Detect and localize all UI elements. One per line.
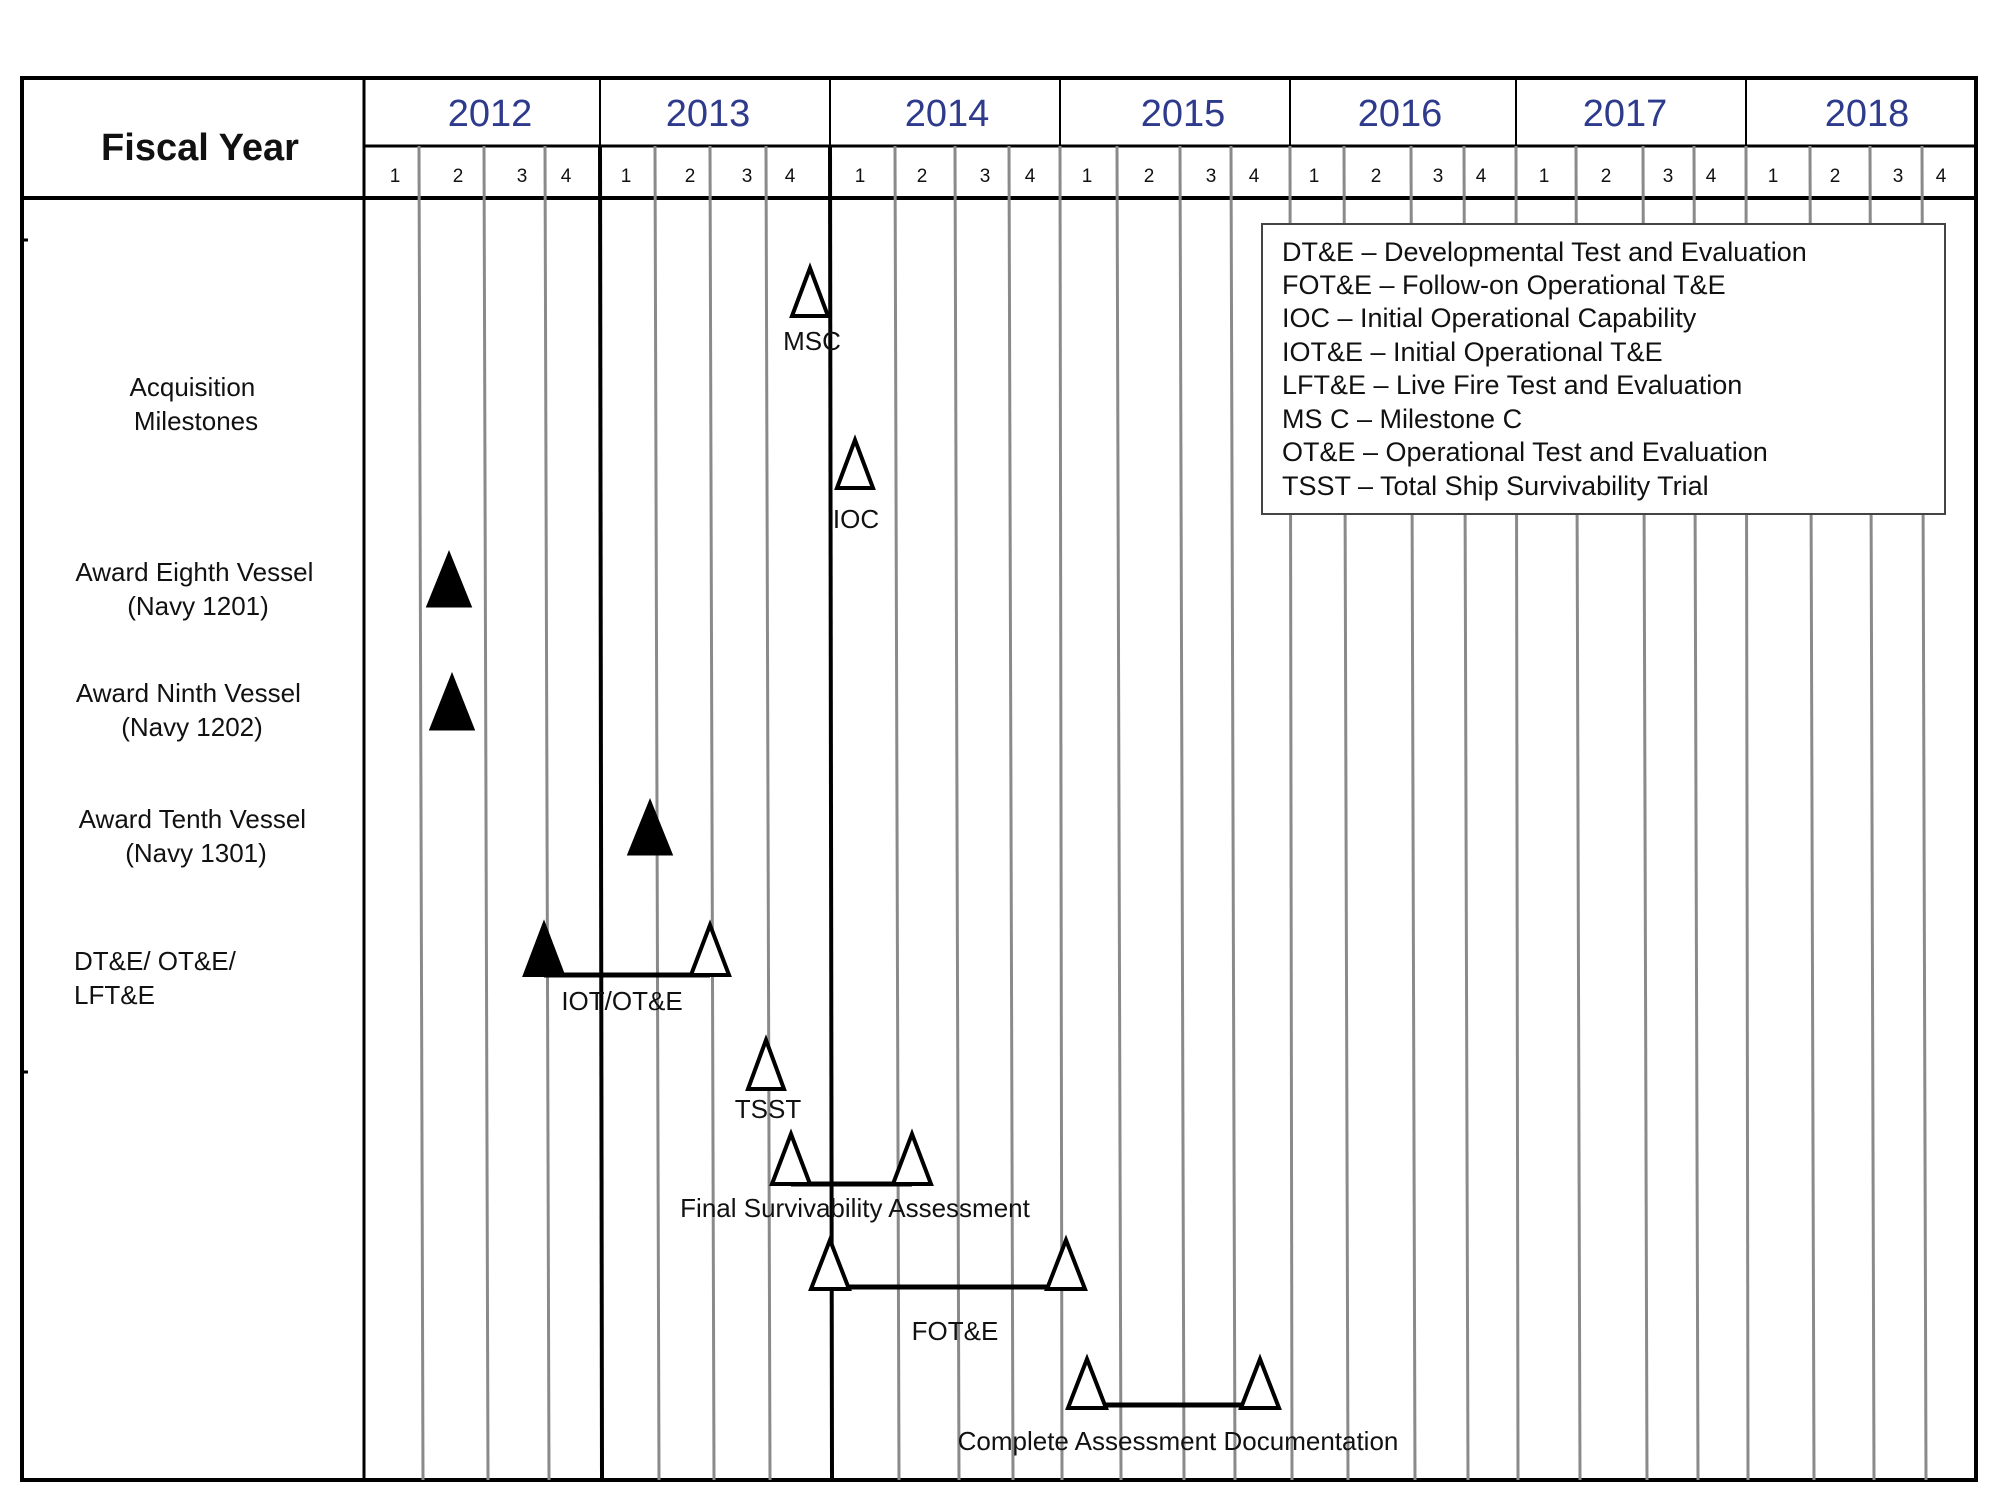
quarter-gridline: [764, 145, 772, 1481]
legend: DT&E – Developmental Test and Evaluation…: [1282, 237, 1807, 501]
row-label-award-eighth: Award Eighth Vessel (Navy 1201): [75, 557, 320, 621]
span-complete-assessment-label: Complete Assessment Documentation: [958, 1426, 1399, 1456]
fiscal-year-title: Fiscal Year: [101, 127, 299, 169]
quarter-label: 2: [685, 166, 696, 187]
quarter-label: 4: [1249, 166, 1260, 187]
row-label-dte-ote-lfte: DT&E/ OT&E/ LFT&E: [74, 946, 243, 1010]
legend-entry-dte: DT&E – Developmental Test and Evaluation: [1282, 237, 1807, 267]
year-label-2017: 2017: [1583, 93, 1668, 135]
legend-entry-msc: MS C – Milestone C: [1282, 404, 1522, 434]
quarter-header: 1 2 3 4 1 2 3 4 1 2 3 4 1 2 3 4 1 2 3 4 1 2 3 4 1 2 3 4: [390, 166, 1947, 187]
quarter-label: 2: [1371, 166, 1382, 187]
quarter-label: 1: [1768, 166, 1779, 187]
quarter-gridline: [543, 145, 551, 1481]
span-fote-end-triangle: [1044, 1234, 1088, 1291]
span-complete-assessment-start-triangle: [1065, 1353, 1109, 1410]
legend-box: [1261, 223, 1946, 515]
year-gridline: [598, 145, 604, 1481]
span-fote-start-triangle: [808, 1234, 852, 1291]
quarter-gridline: [1229, 145, 1237, 1481]
quarter-label: 1: [1309, 166, 1320, 187]
tsst-label: TSST: [735, 1094, 802, 1124]
milestone-award-ninth-triangle: [428, 671, 476, 731]
year-label-2014: 2014: [905, 93, 990, 135]
milestone-msc-triangle: [789, 262, 831, 318]
span-final-survivability-end-triangle: [890, 1128, 934, 1186]
quarter-gridline: [653, 145, 661, 1481]
legend-entry-ote: OT&E – Operational Test and Evaluation: [1282, 437, 1768, 467]
quarter-label: 3: [1893, 166, 1904, 187]
quarter-label: 4: [1936, 166, 1947, 187]
quarter-gridline: [893, 145, 901, 1481]
row-label-award-ninth: Award Ninth Vessel (Navy 1202): [76, 678, 308, 742]
quarter-label: 2: [1830, 166, 1841, 187]
legend-entry-iote: IOT&E – Initial Operational T&E: [1282, 337, 1663, 367]
quarter-gridline: [1007, 145, 1015, 1481]
quarter-label: 3: [742, 166, 753, 187]
quarter-gridline: [1178, 145, 1186, 1481]
quarter-gridline: [417, 145, 425, 1481]
milestone-ioc-triangle: [834, 434, 876, 490]
quarter-label: 3: [517, 166, 528, 187]
year-label-2013: 2013: [666, 93, 751, 135]
quarter-label: 2: [453, 166, 464, 187]
quarter-gridline: [482, 145, 490, 1481]
row-label-award-tenth: Award Tenth Vessel (Navy 1301): [79, 804, 314, 868]
span-final-survivability-start-triangle: [769, 1128, 813, 1186]
span-final-survivability-label: Final Survivability Assessment: [680, 1193, 1030, 1223]
year-label-2018: 2018: [1825, 93, 1910, 135]
quarter-gridline: [1115, 145, 1123, 1481]
year-label-2012: 2012: [448, 93, 533, 135]
row-labels: Acquisition Milestones Award Eighth Vess…: [74, 372, 320, 1010]
quarter-label: 1: [1539, 166, 1550, 187]
milestone-award-eighth-triangle: [425, 549, 473, 608]
span-complete-assessment-end-triangle: [1238, 1353, 1282, 1410]
year-label-2015: 2015: [1141, 93, 1226, 135]
quarter-label: 4: [1476, 166, 1487, 187]
chart-frame: [20, 76, 1978, 1482]
span-iot-ote-label: IOT/OT&E: [561, 986, 682, 1016]
year-label-2016: 2016: [1358, 93, 1443, 135]
legend-entry-lfte: LFT&E – Live Fire Test and Evaluation: [1282, 370, 1742, 400]
legend-entry-ioc: IOC – Initial Operational Capability: [1282, 303, 1697, 333]
quarter-gridline: [708, 145, 716, 1481]
quarter-label: 3: [1663, 166, 1674, 187]
span-fote-label: FOT&E: [912, 1316, 999, 1346]
row-label-acquisition: Acquisition Milestones: [130, 372, 263, 436]
quarter-label: 1: [1082, 166, 1093, 187]
milestone-award-tenth-triangle: [626, 797, 674, 856]
quarter-label: 3: [1433, 166, 1444, 187]
quarter-label: 4: [1706, 166, 1717, 187]
quarter-label: 3: [1206, 166, 1217, 187]
quarter-label: 1: [390, 166, 401, 187]
legend-entry-fote: FOT&E – Follow-on Operational T&E: [1282, 270, 1726, 300]
span-iot-ote-end-triangle: [688, 919, 732, 977]
quarter-label: 2: [1601, 166, 1612, 187]
span-iot-ote-start-triangle: [522, 919, 566, 977]
quarter-label: 4: [1025, 166, 1036, 187]
year-header: 2012 2013 2014 2015 2016 2017 2018: [448, 78, 1910, 146]
quarter-label: 4: [785, 166, 796, 187]
legend-entry-tsst: TSST – Total Ship Survivability Trial: [1282, 471, 1709, 501]
tsst-triangle: [745, 1034, 787, 1091]
milestone-ioc-label: IOC: [833, 504, 879, 534]
quarter-label: 2: [917, 166, 928, 187]
milestones: MSC IOC IOT/OT&E TSST Final Survivabilit…: [425, 262, 1399, 1456]
quarter-label: 3: [980, 166, 991, 187]
milestone-msc-label: MSC: [783, 326, 841, 356]
quarter-gridline: [953, 145, 961, 1481]
quarter-label: 1: [621, 166, 632, 187]
quarter-label: 2: [1144, 166, 1155, 187]
quarter-label: 1: [855, 166, 866, 187]
quarter-label: 4: [561, 166, 572, 187]
